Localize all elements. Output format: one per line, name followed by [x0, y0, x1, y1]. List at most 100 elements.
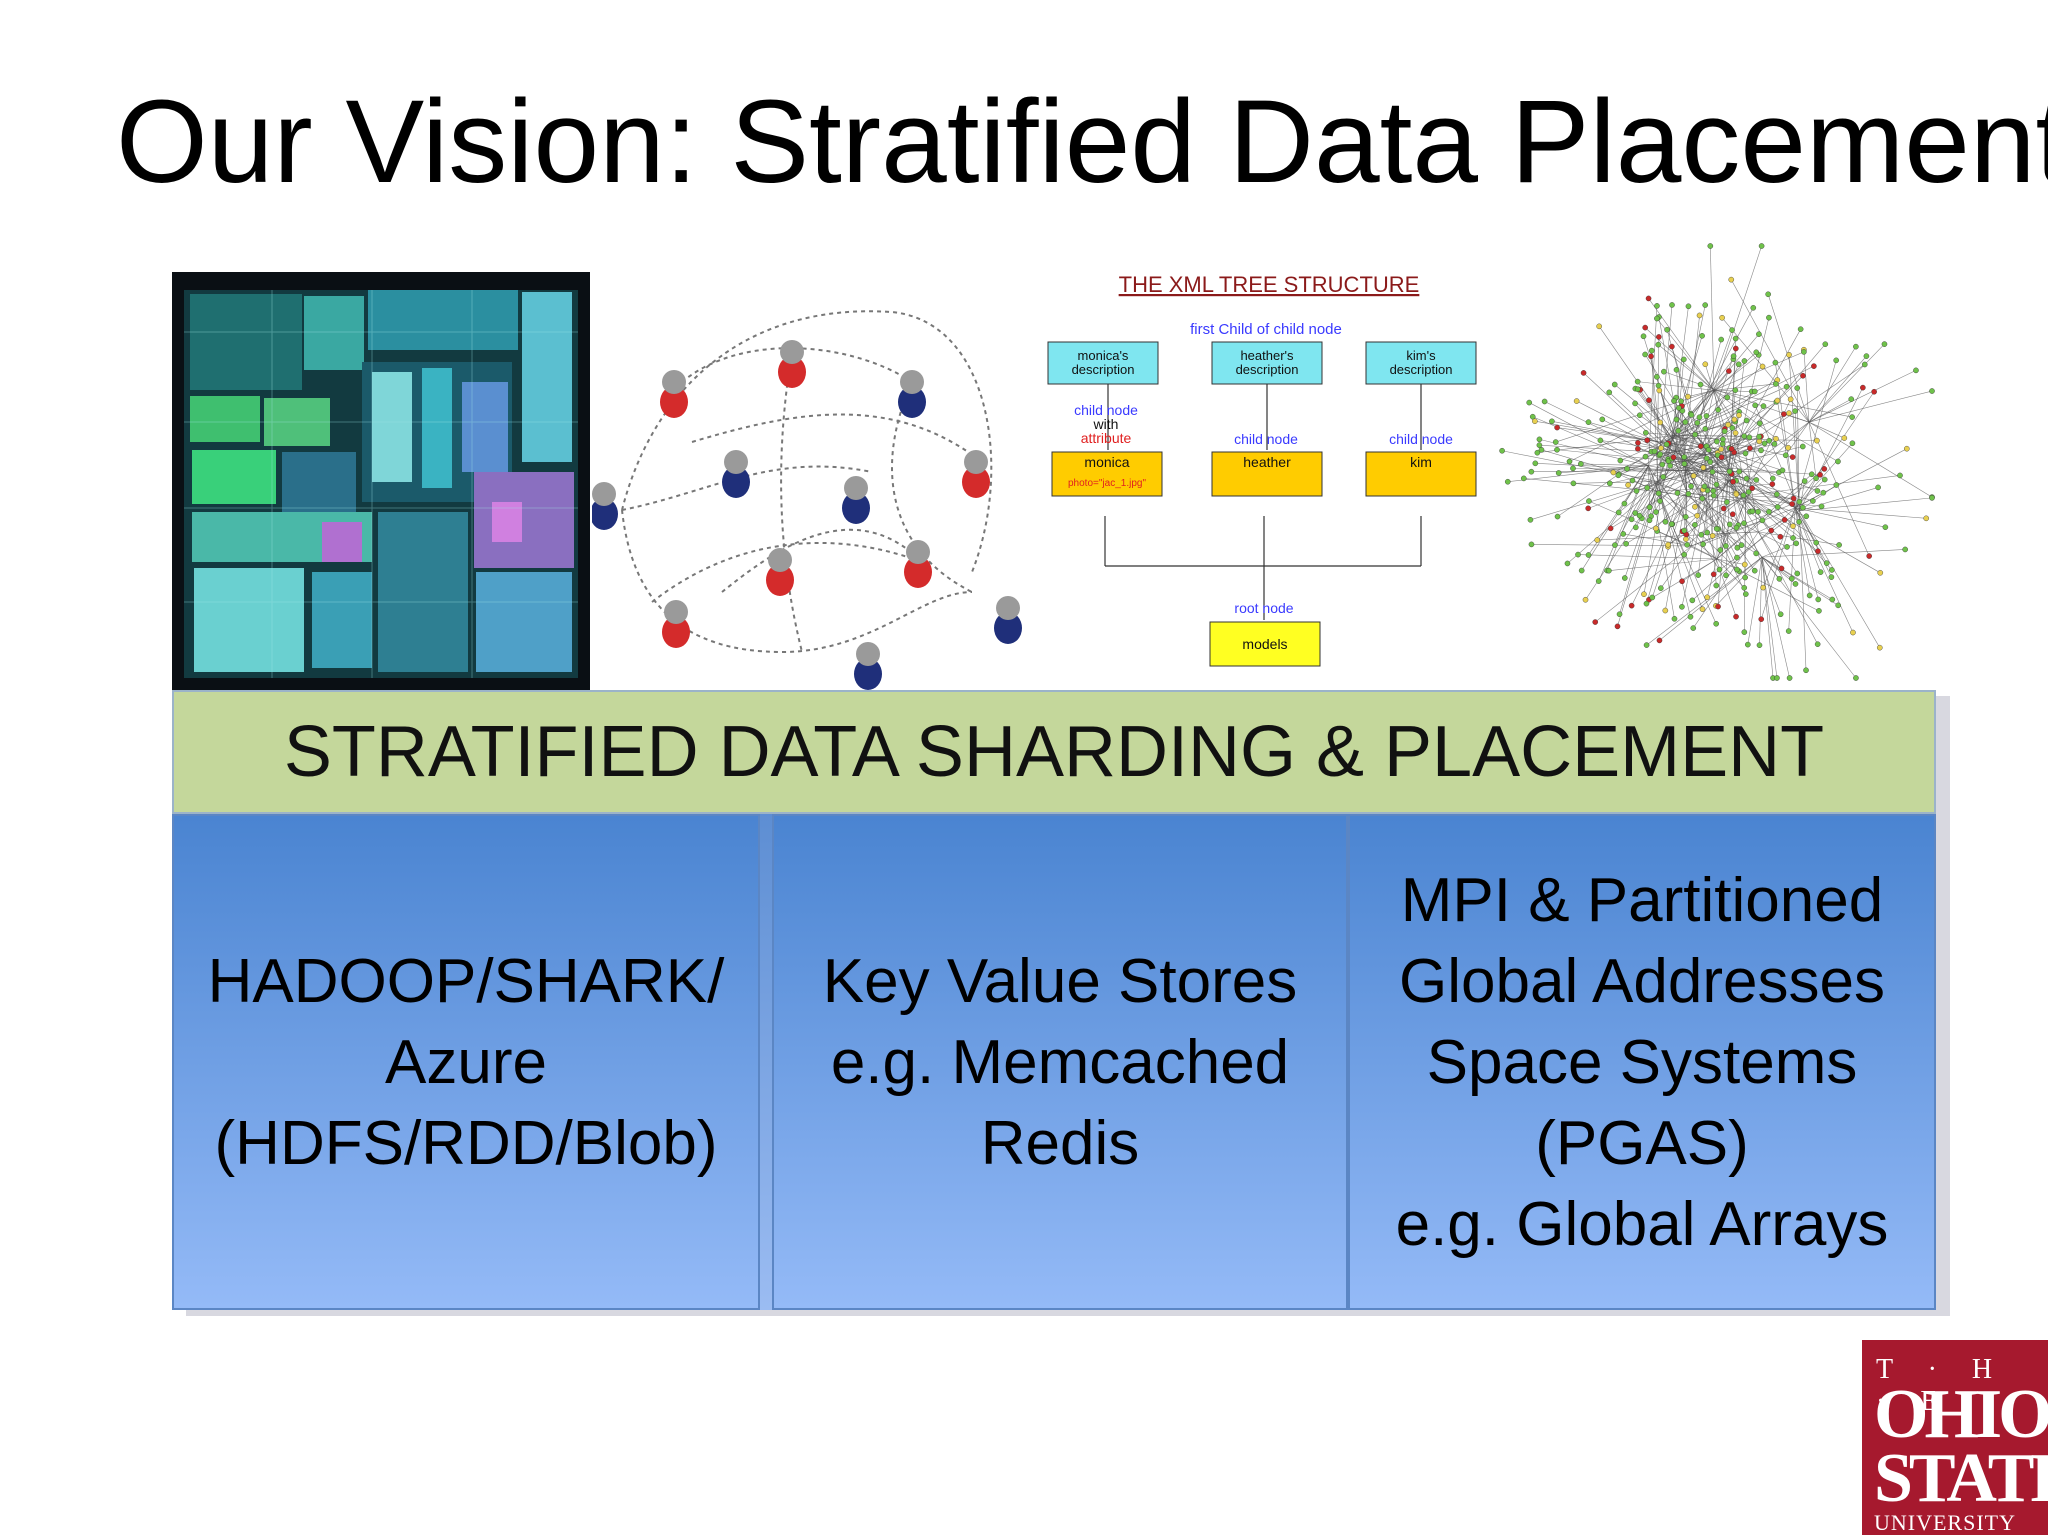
network-node: [1813, 539, 1820, 546]
network-node: [1731, 416, 1738, 423]
network-node: [1701, 483, 1708, 490]
network-node: [1738, 542, 1745, 548]
network-node: [1648, 353, 1654, 360]
network-node: [1654, 315, 1660, 322]
network-node: [1685, 491, 1692, 497]
network-node: [1801, 478, 1808, 484]
network-node: [1607, 525, 1614, 532]
network-node: [1692, 431, 1698, 438]
network-node: [1745, 489, 1752, 495]
network-node: [1877, 570, 1884, 576]
network-node: [1634, 386, 1641, 392]
network-node: [1756, 420, 1763, 427]
child-node-label-1: child node: [1074, 402, 1138, 418]
network-node: [1703, 413, 1710, 419]
network-node: [1715, 407, 1721, 413]
network-node: [1727, 521, 1733, 528]
network-node: [1578, 567, 1585, 574]
network-node: [1632, 524, 1639, 531]
network-node: [1696, 312, 1703, 319]
network-node: [1811, 363, 1817, 369]
network-node: [1690, 473, 1697, 479]
network-node: [1923, 515, 1930, 522]
network-node: [1849, 440, 1856, 447]
network-node: [1632, 510, 1639, 516]
network-node: [1743, 417, 1750, 424]
column-mpi-pgas-text: MPI & Partitioned Global Addresses Space…: [1395, 865, 1889, 1259]
column-key-value-text: Key Value Stores e.g. Memcached Redis: [822, 946, 1298, 1178]
column-key-value: Key Value Stores e.g. Memcached Redis: [772, 814, 1348, 1310]
network-node: [1820, 489, 1827, 496]
network-node: [1728, 446, 1735, 452]
network-node: [1615, 472, 1622, 479]
network-node: [1703, 455, 1710, 462]
network-node: [1776, 576, 1783, 582]
network-node: [1841, 435, 1848, 441]
network-node: [1698, 531, 1705, 538]
network-node: [1681, 454, 1687, 460]
network-node: [1628, 602, 1635, 609]
network-node: [1833, 482, 1840, 488]
network-node: [1655, 382, 1662, 389]
network-node: [1578, 461, 1584, 467]
network-node: [1646, 517, 1653, 524]
network-node: [1733, 613, 1739, 620]
network-node: [1629, 477, 1636, 484]
network-node: [1682, 419, 1689, 425]
network-node: [1528, 468, 1535, 475]
network-node: [1733, 345, 1739, 352]
network-node: [1681, 527, 1687, 534]
network-node: [1653, 525, 1659, 532]
network-node: [1759, 517, 1766, 524]
network-node: [1774, 504, 1781, 510]
network-node: [1552, 439, 1559, 445]
network-node: [1786, 351, 1792, 358]
network-node: [1723, 543, 1729, 549]
child-node-label-3: child node: [1389, 431, 1453, 447]
attribute-label: attribute: [1081, 430, 1132, 446]
network-node: [1720, 505, 1727, 512]
ohio-state-logo: T · H · E OHIO STATE UNIVERSITY: [1862, 1340, 2048, 1535]
network-node: [1648, 347, 1655, 354]
network-node: [1597, 437, 1604, 444]
network-node: [1741, 561, 1748, 568]
column-mpi-pgas: MPI & Partitioned Global Addresses Space…: [1348, 814, 1936, 1310]
network-node: [1622, 575, 1628, 581]
network-graph-image: [1482, 240, 1938, 684]
network-node: [1575, 551, 1581, 558]
network-node: [1749, 485, 1755, 492]
network-node: [1499, 447, 1505, 454]
network-node: [1756, 438, 1763, 445]
network-node: [1657, 419, 1664, 426]
network-node: [1726, 468, 1733, 475]
network-node: [1528, 541, 1535, 548]
network-node: [1704, 529, 1710, 536]
network-node: [1774, 491, 1780, 498]
network-node: [1504, 478, 1511, 485]
network-node: [1746, 434, 1753, 441]
network-node: [1640, 333, 1647, 340]
network-node: [1585, 552, 1592, 558]
network-node: [1615, 509, 1622, 516]
network-node: [1768, 527, 1775, 534]
network-node: [1800, 372, 1806, 379]
network-node: [1866, 553, 1872, 559]
network-node: [1667, 462, 1673, 469]
network-node: [1614, 623, 1621, 630]
network-node: [1752, 388, 1758, 395]
network-node: [1699, 495, 1706, 502]
network-node: [1707, 459, 1713, 465]
network-node: [1636, 412, 1643, 419]
network-node: [1607, 480, 1613, 487]
network-node: [1641, 591, 1647, 597]
network-node: [1702, 361, 1709, 368]
network-node: [1674, 490, 1681, 496]
network-node: [1649, 594, 1656, 601]
network-node: [1536, 442, 1543, 448]
network-node: [1799, 443, 1806, 450]
first-child-label: first Child of child node: [1190, 321, 1342, 338]
network-node: [1783, 383, 1790, 390]
network-node: [1697, 381, 1704, 388]
network-node: [1656, 387, 1663, 394]
network-node: [1741, 520, 1747, 526]
